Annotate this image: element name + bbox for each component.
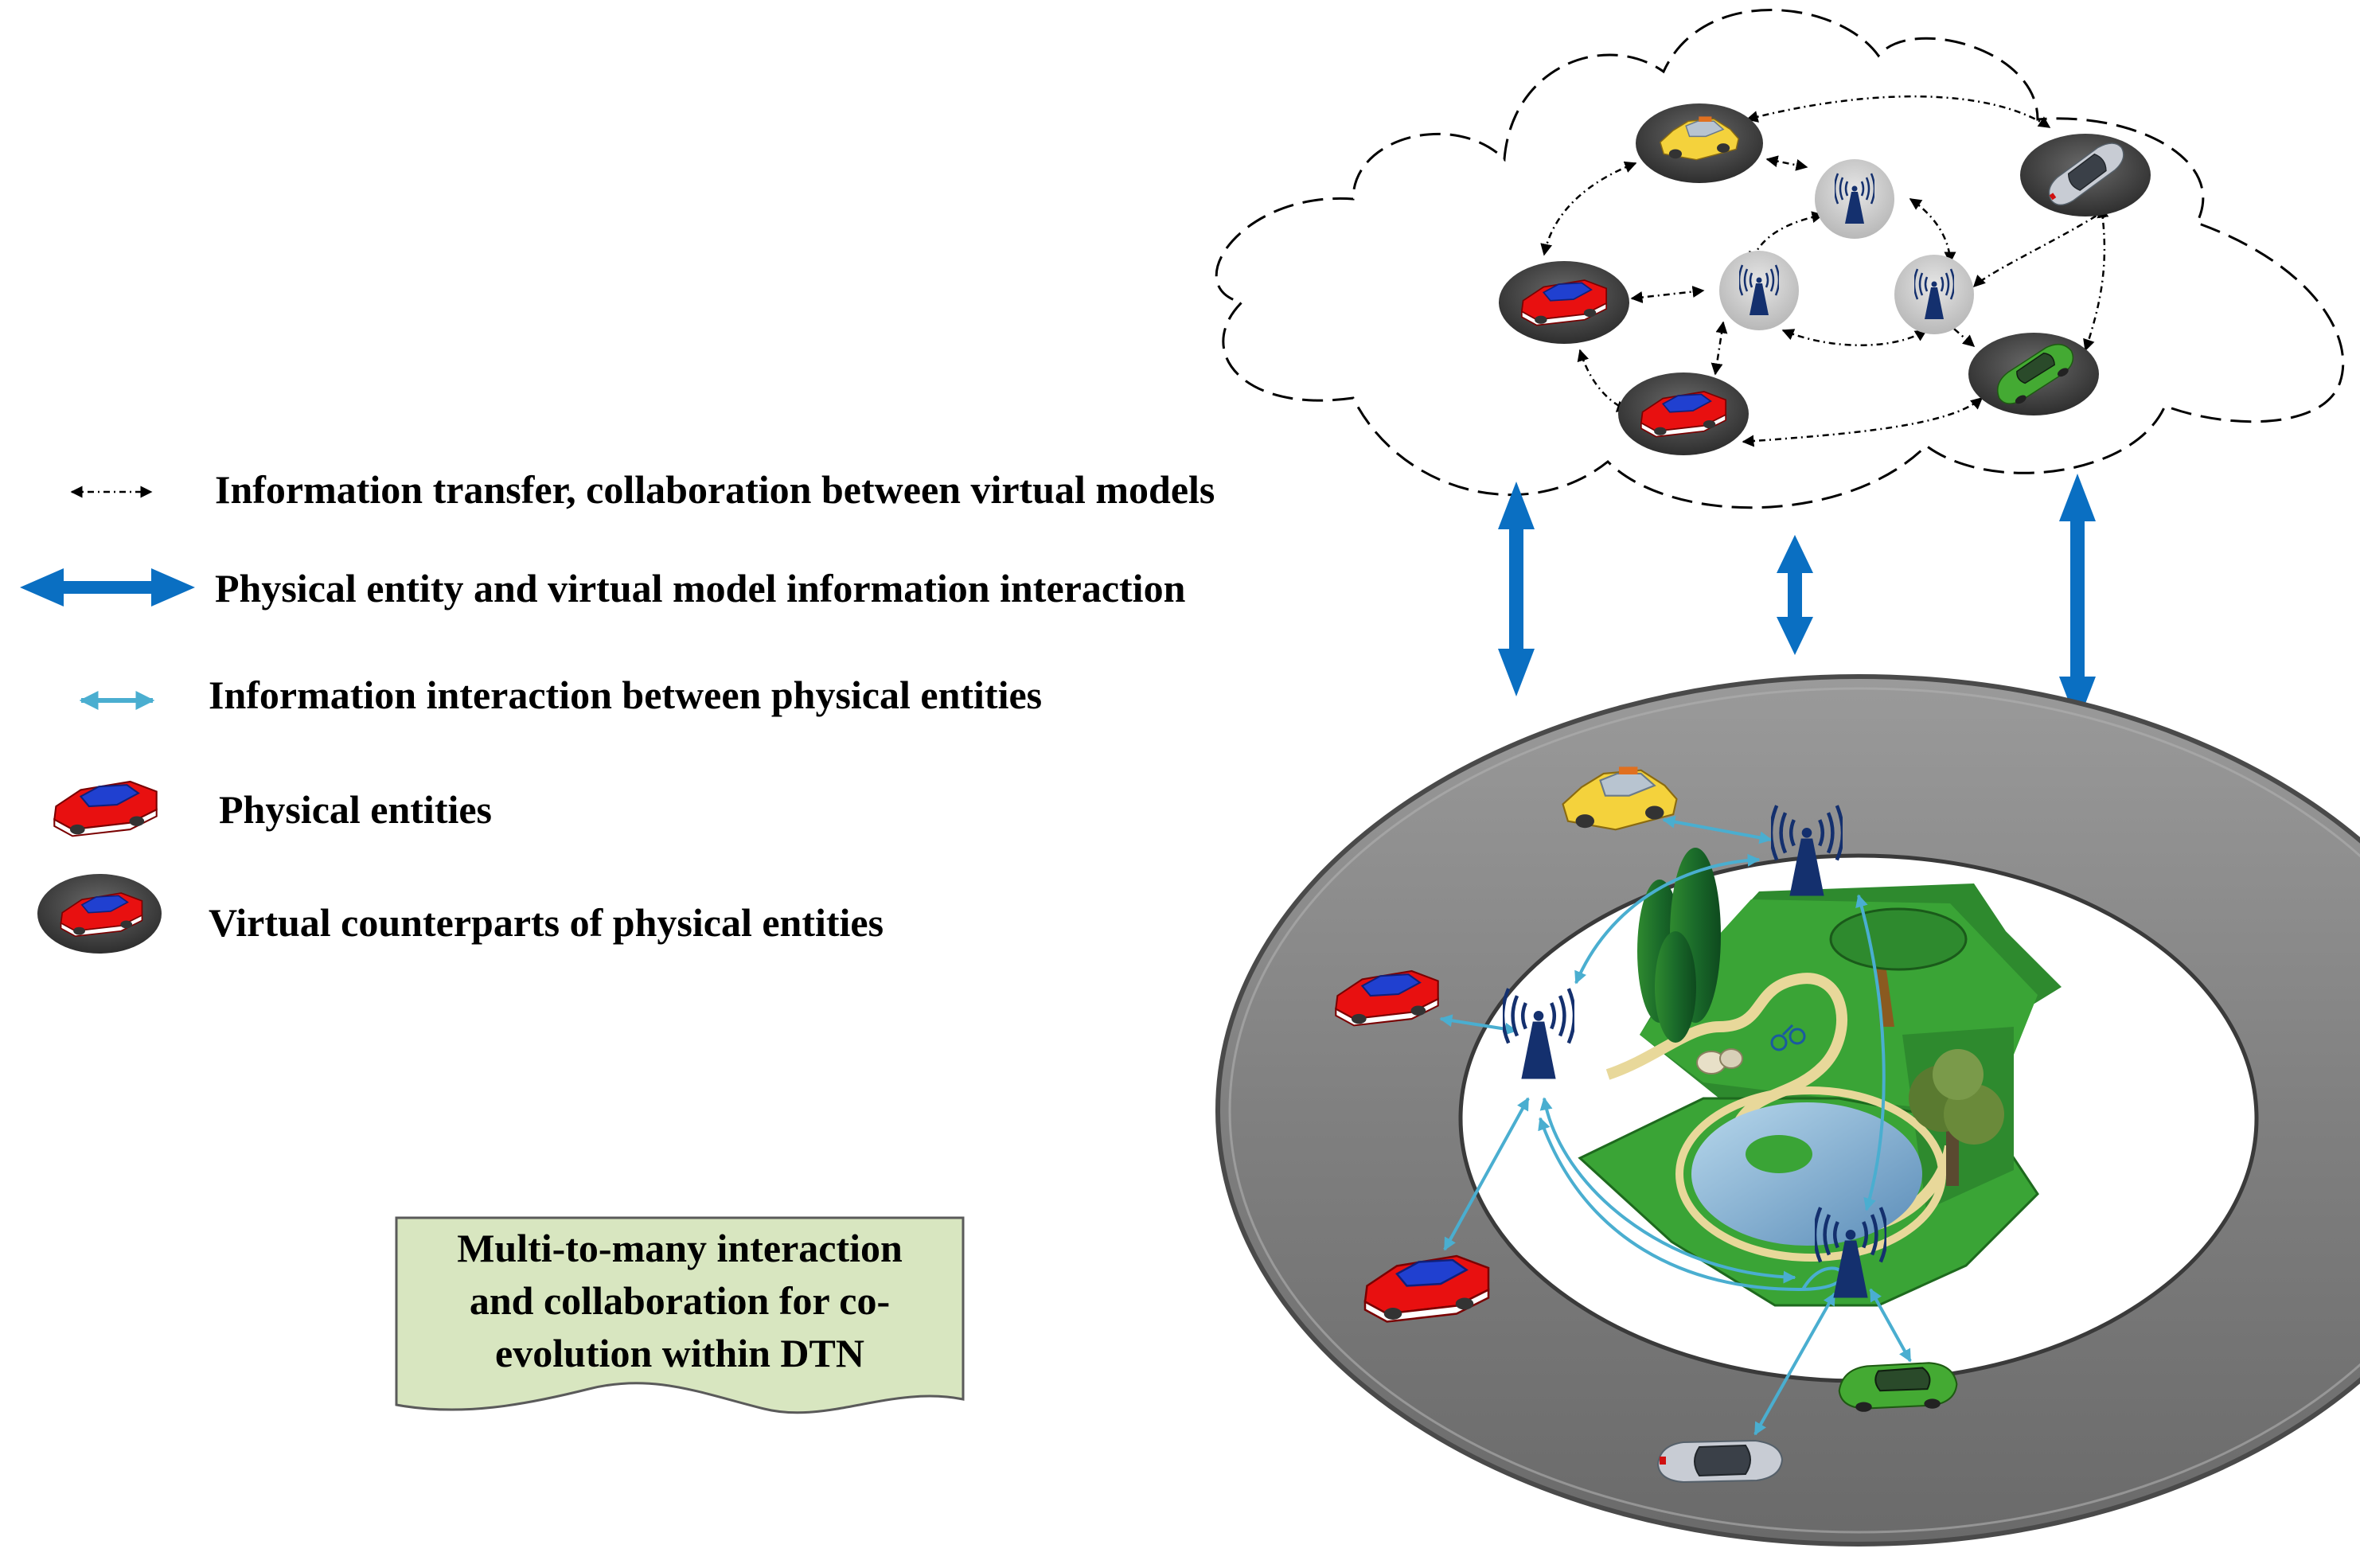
note-line-2: and collaboration for co- (470, 1278, 890, 1323)
virtual-tower-right (1894, 255, 1974, 334)
park-rock (1719, 1048, 1743, 1069)
virtual-green-car (1968, 333, 2099, 415)
legend-label-virtual-transfer: Information transfer, collaboration betw… (215, 467, 1215, 512)
physical-virtual-arrows (1498, 474, 2096, 724)
virtual-cloud (1215, 9, 2345, 509)
legend-label-physical-entities: Physical entities (219, 787, 492, 832)
virtual-tower-left (1719, 251, 1799, 330)
virtual-tower-top (1815, 159, 1894, 239)
cyclist-icon (1770, 1024, 1806, 1051)
virtual-red-car-2 (1618, 372, 1749, 455)
note-box: Multi-to-many interaction and collaborat… (395, 1216, 965, 1414)
virtual-red-car-1 (1499, 261, 1629, 344)
legend: Information transfer, collaboration betw… (20, 467, 1215, 954)
road-ring-highlight (1228, 687, 2360, 1534)
cypress-tree (1655, 931, 1696, 1043)
physical-silver-car (1657, 1440, 1783, 1483)
vertical-arrow-middle (1777, 535, 1813, 655)
note-shape (395, 1216, 965, 1414)
vertical-arrow-right (2059, 474, 2096, 724)
legend-label-virtual-counterparts: Virtual counterparts of physical entitie… (209, 900, 884, 945)
oak-tree-canopy (1933, 1049, 1984, 1100)
physical-green-car (1838, 1362, 1958, 1413)
oak-tree-trunk (1946, 1130, 1959, 1186)
flat-tree-canopy (1829, 907, 1968, 971)
legend-label-physical-virtual: Physical entity and virtual model inform… (215, 566, 1186, 610)
legend-thick-arrow-icon (20, 568, 195, 607)
note-line-3: evolution within DTN (495, 1331, 864, 1375)
virtual-taxi (1636, 103, 1763, 183)
legend-label-physical-physical: Information interaction between physical… (209, 673, 1042, 717)
legend-red-car-icon (53, 780, 158, 837)
park-pond-island (1746, 1135, 1812, 1173)
virtual-silver-car (2020, 134, 2151, 216)
park-pond (1691, 1102, 1922, 1246)
note-line-1: Multi-to-many interaction (457, 1226, 903, 1270)
physical-world (1215, 674, 2360, 1547)
legend-virtual-car-icon (37, 874, 162, 954)
vertical-arrow-left (1498, 482, 1535, 696)
